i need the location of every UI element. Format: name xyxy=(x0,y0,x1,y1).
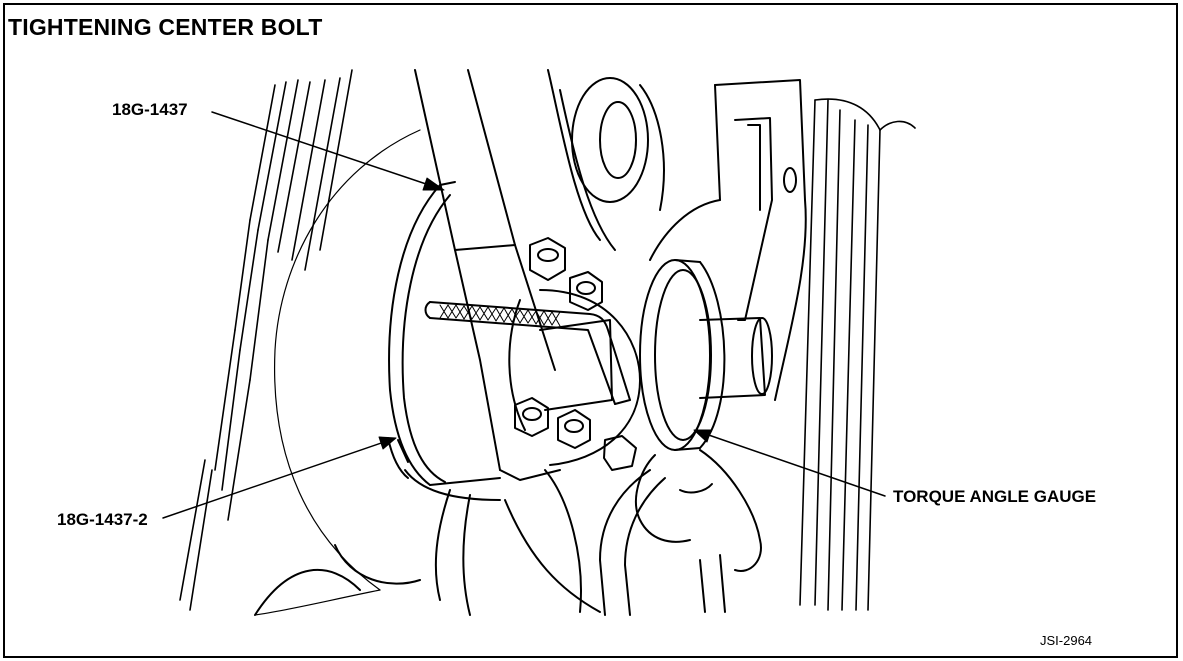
figure-code: JSI-2964 xyxy=(1040,633,1093,648)
callout-torque-angle-gauge: TORQUE ANGLE GAUGE xyxy=(893,487,1097,506)
callout-18g-1437-2: 18G-1437-2 xyxy=(57,510,148,529)
crank-pulley xyxy=(254,129,421,616)
tool-18g-1437 xyxy=(387,181,501,501)
torque-angle-gauge-drawing xyxy=(639,259,773,451)
lower-engine xyxy=(254,469,726,616)
hub-plate xyxy=(508,289,641,466)
tommy-bar xyxy=(424,301,631,405)
gauge-arm xyxy=(649,79,807,401)
callout-arrowheads xyxy=(378,177,712,450)
hub-bolts xyxy=(514,237,637,471)
callout-18g-1437: 18G-1437 xyxy=(112,100,188,119)
belt-ribs-right xyxy=(799,98,916,611)
upper-idler-pulley xyxy=(547,69,665,251)
knurled-grip xyxy=(439,304,561,327)
callout-leaders xyxy=(162,111,886,519)
figure-title: TIGHTENING CENTER BOLT xyxy=(8,14,323,40)
belt-ribs-left xyxy=(179,69,353,611)
cable-hose xyxy=(599,449,762,616)
